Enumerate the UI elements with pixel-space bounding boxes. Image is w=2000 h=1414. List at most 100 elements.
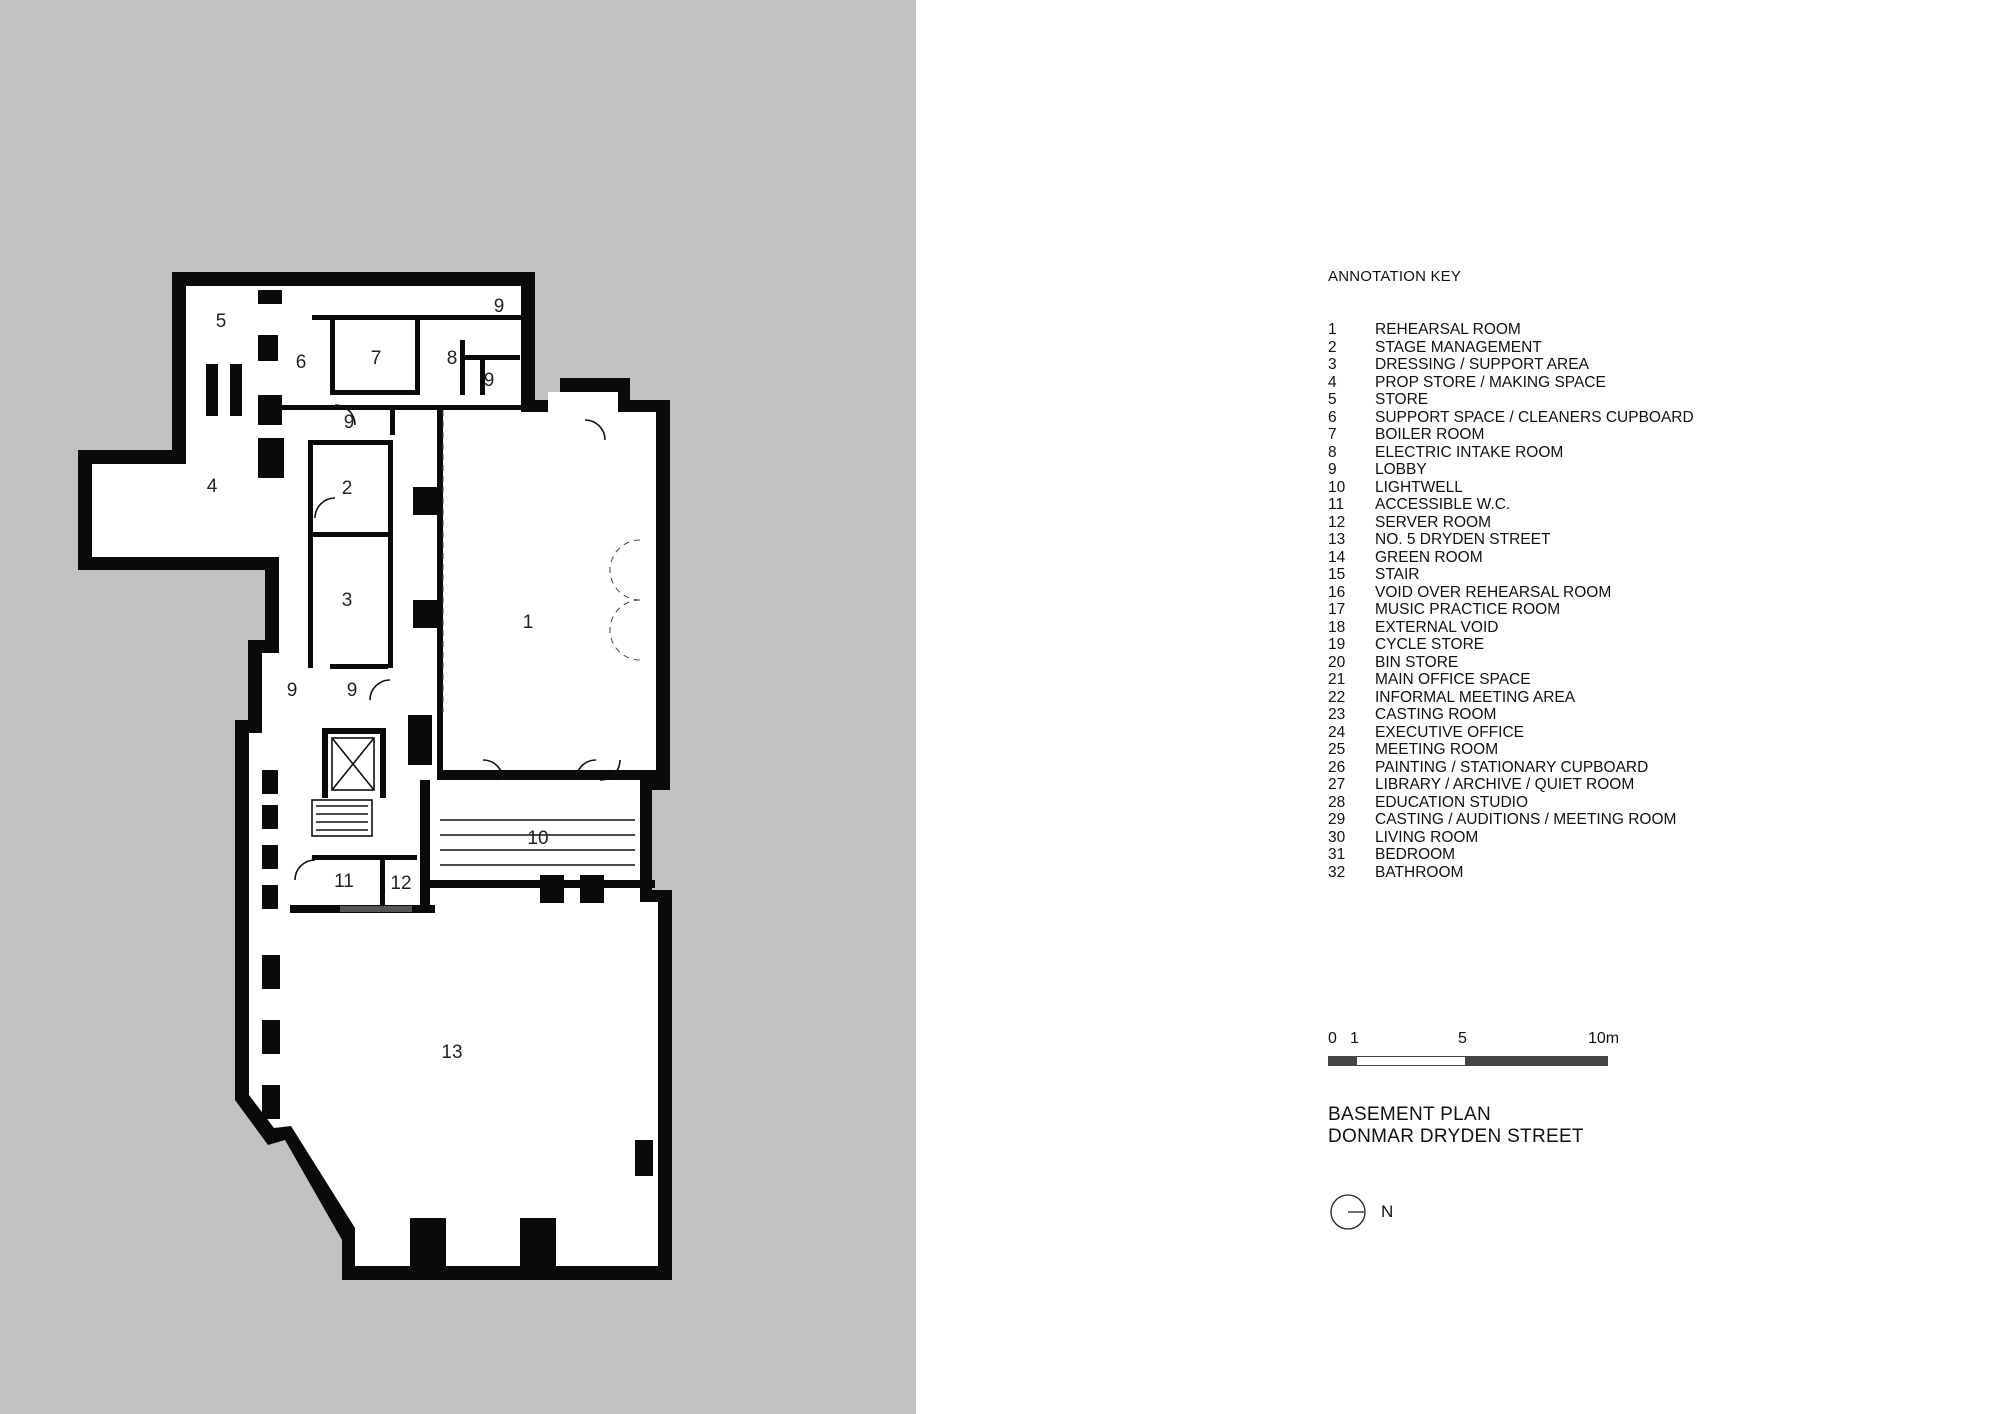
annotation-key-name: INFORMAL MEETING AREA [1375,688,1576,706]
plan-title-line-2: DONMAR DRYDEN STREET [1328,1126,1584,1147]
room-label-9-east: 9 [484,370,495,391]
plan-panel: 5 6 7 8 9 9 9 4 2 3 1 9 9 10 11 12 13 [0,0,916,1414]
room-labels: 5 6 7 8 9 9 9 4 2 3 1 9 9 10 11 12 13 [207,296,549,1063]
annotation-key-name: VOID OVER REHEARSAL ROOM [1375,583,1612,601]
annotation-key-number: 23 [1328,706,1346,723]
annotation-key-number: 28 [1328,793,1346,811]
annotation-key-item: 14 GREEN ROOM [1328,549,1694,567]
annotation-key-number: 10 [1328,478,1346,496]
annotation-key-number: 13 [1328,531,1346,548]
annotation-key-item: 10 LIGHTWELL [1328,479,1694,497]
annotation-key-item: 32 BATHROOM [1328,864,1694,882]
room-label-8: 8 [447,348,458,369]
annotation-key-name: LOBBY [1375,461,1427,478]
room-label-9-west: 9 [287,680,298,701]
annotation-key-number: 5 [1328,391,1337,408]
annotation-key-name: PROP STORE / MAKING SPACE [1375,373,1606,391]
annotation-key-name: CYCLE STORE [1375,636,1485,653]
room-label-11: 11 [334,871,354,892]
scale-bar: 0 1 5 10m [1328,1030,1628,1070]
annotation-key-name: DRESSING / SUPPORT AREA [1375,356,1589,373]
annotation-key-name: EDUCATION STUDIO [1375,793,1528,811]
annotation-key-title: ANNOTATION KEY [1328,268,1462,285]
scale-label-1: 1 [1350,1030,1359,1047]
interior-walls [172,290,662,1270]
annotation-key-item: 15 STAIR [1328,566,1694,584]
annotation-key-name: LIGHTWELL [1375,478,1463,496]
room-label-13: 13 [441,1042,462,1063]
annotation-key-number: 32 [1328,863,1346,881]
annotation-key-name: STAIR [1375,566,1420,583]
annotation-key-name: CASTING ROOM [1375,706,1497,723]
annotation-key-name: SUPPORT SPACE / CLEANERS CUPBOARD [1375,408,1694,426]
annotation-key-name: BATHROOM [1375,863,1464,881]
annotation-key-number: 15 [1328,566,1346,583]
annotation-key-item: 9 LOBBY [1328,461,1694,479]
annotation-key-number: 7 [1328,426,1337,443]
north-arrow-icon [1330,1194,1366,1230]
scale-label-0: 0 [1328,1030,1337,1047]
annotation-key-number: 4 [1328,373,1337,391]
annotation-key-number: 9 [1328,461,1337,478]
annotation-key-number: 19 [1328,636,1346,653]
annotation-key-number: 2 [1328,338,1337,356]
room-label-4: 4 [207,476,218,497]
room-label-3: 3 [342,590,353,611]
room-label-10: 10 [527,828,548,849]
annotation-key-number: 18 [1328,618,1346,636]
annotation-key-item: 13 NO. 5 DRYDEN STREET [1328,531,1694,549]
annotation-key-number: 11 [1328,496,1345,513]
annotation-key-item: 8 ELECTRIC INTAKE ROOM [1328,444,1694,462]
annotation-key-name: BOILER ROOM [1375,426,1485,443]
room-label-9-north: 9 [494,296,505,317]
annotation-key-number: 27 [1328,776,1346,793]
room-label-9-lower: 9 [347,680,358,701]
annotation-key-name: NO. 5 DRYDEN STREET [1375,531,1551,548]
room-label-9-upper: 9 [344,412,355,433]
annotation-key-number: 8 [1328,443,1337,461]
annotation-key-name: ACCESSIBLE W.C. [1375,496,1511,513]
annotation-key-number: 22 [1328,688,1346,706]
annotation-key-item: 3 DRESSING / SUPPORT AREA [1328,356,1694,374]
annotation-key-number: 3 [1328,356,1337,373]
annotation-key-item: 4 PROP STORE / MAKING SPACE [1328,374,1694,392]
annotation-key-name: MUSIC PRACTICE ROOM [1375,601,1561,618]
annotation-key-number: 14 [1328,548,1346,566]
annotation-key-name: EXTERNAL VOID [1375,618,1499,636]
north-label: N [1381,1202,1394,1221]
annotation-key-name: PAINTING / STATIONARY CUPBOARD [1375,758,1649,776]
room-label-2: 2 [342,478,353,499]
annotation-key-number: 29 [1328,811,1346,828]
scale-label-5: 5 [1458,1030,1467,1047]
annotation-key-number: 21 [1328,671,1346,688]
annotation-key-name: GREEN ROOM [1375,548,1483,566]
annotation-key-name: MEETING ROOM [1375,741,1499,758]
annotation-key-number: 12 [1328,513,1346,531]
room-label-5: 5 [216,311,227,332]
room-label-12: 12 [390,873,411,894]
room-label-1: 1 [523,612,534,633]
annotation-key-item: 19 CYCLE STORE [1328,636,1694,654]
scale-segment-light [1356,1056,1466,1066]
room-label-7: 7 [371,348,382,369]
annotation-key-name: ELECTRIC INTAKE ROOM [1375,443,1564,461]
floor-area [92,286,658,1266]
plan-details [294,404,641,912]
annotation-key-item: 31 BEDROOM [1328,846,1694,864]
annotation-key-number: 31 [1328,846,1346,863]
scale-segment-dark-2 [1466,1056,1608,1066]
annotation-key-name: BEDROOM [1375,846,1456,863]
